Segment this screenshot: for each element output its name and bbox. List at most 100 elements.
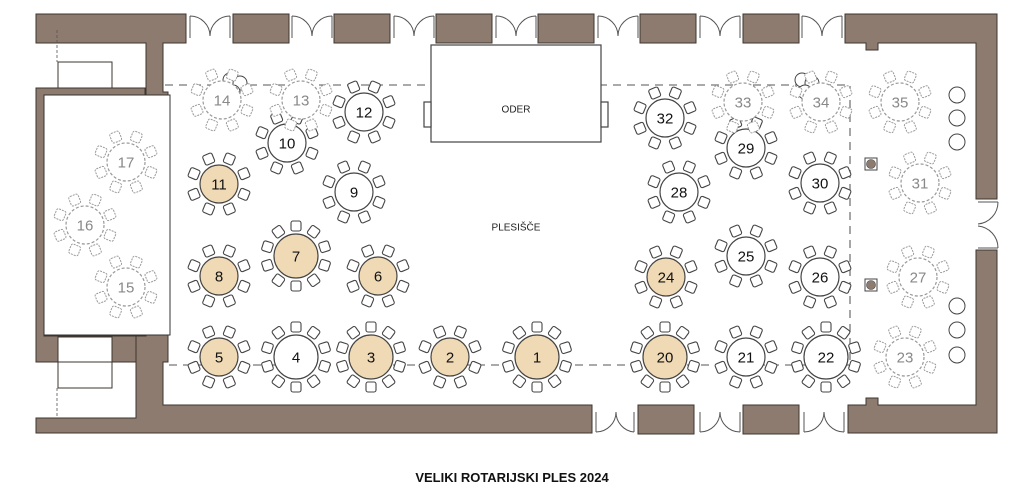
table-31[interactable]: 31 <box>888 151 952 215</box>
table-27[interactable]: 27 <box>886 245 950 309</box>
chair-icon <box>873 340 887 354</box>
chair-icon <box>144 165 158 179</box>
chair-icon <box>649 245 663 259</box>
table-26[interactable]: 26 <box>788 245 852 309</box>
table-9[interactable]: 9 <box>322 160 386 224</box>
chair-icon <box>187 360 201 374</box>
table-15[interactable]: 15 <box>94 255 158 319</box>
chair-icon <box>382 115 396 129</box>
chair-icon <box>803 151 817 165</box>
table-35[interactable]: 35 <box>868 70 932 134</box>
chair-icon <box>662 160 676 174</box>
chair-icon <box>129 305 143 319</box>
chair-icon <box>903 120 917 134</box>
table-13[interactable]: 13 <box>269 68 333 132</box>
chair-icon <box>393 359 406 373</box>
table-5[interactable]: 5 <box>187 325 251 389</box>
wall-pier <box>637 404 695 435</box>
table-top <box>800 257 840 297</box>
table-16[interactable]: 16 <box>53 193 117 257</box>
table-1[interactable]: 1 <box>502 321 572 393</box>
table-4[interactable]: 4 <box>261 321 331 393</box>
table-top <box>801 82 841 122</box>
table-34[interactable]: 34 <box>789 70 853 134</box>
chair-icon <box>886 280 900 294</box>
table-24[interactable]: 24 <box>634 245 698 309</box>
chair-icon <box>205 118 219 132</box>
chair-icon <box>271 224 286 239</box>
chair-icon <box>240 103 254 117</box>
chair-icon <box>903 70 917 84</box>
chair-icon <box>357 160 371 174</box>
chair-icon <box>788 186 802 200</box>
door-icon <box>595 411 635 433</box>
table-25[interactable]: 25 <box>714 224 778 288</box>
chair-icon <box>222 375 236 389</box>
chair-icon <box>923 340 937 354</box>
table-12[interactable]: 12 <box>332 80 396 144</box>
chair-icon <box>433 325 447 339</box>
table-number: 28 <box>671 185 688 202</box>
chair-icon <box>304 68 318 82</box>
chair-icon <box>791 359 804 373</box>
table-top <box>726 236 766 276</box>
table-3[interactable]: 3 <box>336 321 406 393</box>
wall-top-right <box>844 13 998 200</box>
table-23[interactable]: 23 <box>873 325 937 389</box>
chair-icon <box>848 341 861 355</box>
chair-icon <box>365 381 377 393</box>
table-top <box>106 267 146 307</box>
chair-icon <box>347 130 361 144</box>
chair-icon <box>804 70 818 84</box>
table-8[interactable]: 8 <box>187 244 251 308</box>
chair-icon <box>347 80 361 94</box>
chair-icon <box>823 245 837 259</box>
table-17[interactable]: 17 <box>94 130 158 194</box>
chair-icon <box>202 294 216 308</box>
chair-icon <box>255 146 269 160</box>
table-29[interactable]: 29 <box>714 116 778 180</box>
chair-icon <box>381 244 395 258</box>
table-number: 17 <box>118 155 135 172</box>
chair-icon <box>903 151 917 165</box>
chair-icon <box>453 375 467 389</box>
door-icon <box>597 15 639 38</box>
table-7[interactable]: 7 <box>261 220 331 292</box>
chair-icon <box>261 258 274 272</box>
table-20[interactable]: 20 <box>630 321 700 393</box>
chair-icon <box>346 325 361 340</box>
table-number: 35 <box>892 95 909 112</box>
table-28[interactable]: 28 <box>647 160 711 224</box>
chair-icon <box>936 260 950 274</box>
table-top <box>642 334 688 380</box>
door-icon <box>393 15 435 38</box>
chair-icon <box>237 340 251 354</box>
chair-icon <box>803 201 817 215</box>
chair-icon <box>633 101 647 115</box>
table-33[interactable]: 33 <box>711 70 775 134</box>
chair-icon <box>337 160 351 174</box>
chair-icon <box>749 224 763 238</box>
chair-icon <box>547 374 562 389</box>
chair-icon <box>187 279 201 293</box>
table-22[interactable]: 22 <box>791 321 861 393</box>
chair-icon <box>788 260 802 274</box>
table-30[interactable]: 30 <box>788 151 852 215</box>
table-2[interactable]: 2 <box>418 325 482 389</box>
chair-icon <box>901 245 915 259</box>
table-14[interactable]: 14 <box>190 68 254 132</box>
chair-icon <box>714 360 728 374</box>
table-top <box>65 205 105 245</box>
table-11[interactable]: 11 <box>187 152 251 216</box>
table-number: 24 <box>658 270 675 287</box>
chair-icon <box>433 375 447 389</box>
chair-icon <box>271 273 286 288</box>
chair-icon <box>222 152 236 166</box>
table-number: 3 <box>367 350 375 367</box>
table-number: 11 <box>211 177 227 194</box>
table-21[interactable]: 21 <box>714 325 778 389</box>
chair-icon <box>94 270 108 284</box>
table-6[interactable]: 6 <box>346 244 410 308</box>
table-32[interactable]: 32 <box>633 86 697 150</box>
